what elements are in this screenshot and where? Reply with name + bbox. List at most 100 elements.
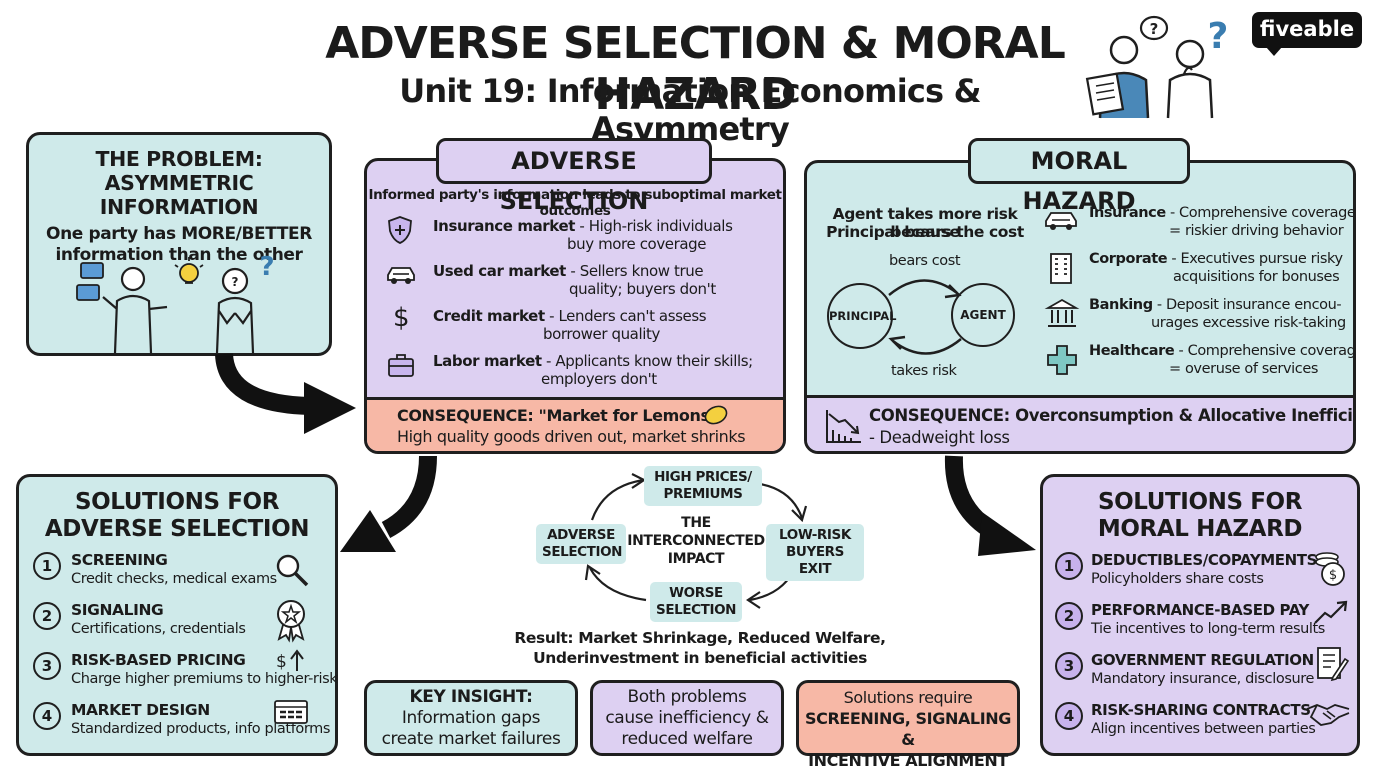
document-pen-icon	[1317, 647, 1350, 682]
briefcase-icon	[388, 354, 414, 377]
moral-item-line2: urages excessive risk-taking	[1151, 315, 1346, 331]
adverse-item-head: Credit market	[433, 307, 545, 325]
dollar-icon: $	[393, 303, 410, 333]
solution-item: 4 MARKET DESIGN Standardized products, i…	[19, 699, 335, 745]
moral-item-line1: - Executives pursue risky	[1167, 251, 1343, 267]
adverse-to-solutions-arrow	[340, 455, 437, 552]
problem-title-line1: THE PROBLEM:	[95, 147, 263, 171]
moral-item-line1: - Comprehensive coverage	[1174, 343, 1356, 359]
solution-number: 1	[1055, 552, 1083, 580]
decline-chart-icon	[826, 410, 861, 443]
moral-item-head: Healthcare	[1089, 343, 1175, 359]
insight-line1: Both problems	[627, 687, 747, 707]
moral-consequence: CONSEQUENCE: Overconsumption & Allocativ…	[807, 395, 1356, 451]
solution-head: SCREENING	[71, 551, 168, 569]
solution-head: GOVERNMENT REGULATION	[1091, 651, 1314, 669]
cycle-result: Result: Market Shrinkage, Reduced Welfar…	[500, 628, 900, 668]
moral-item-head: Banking	[1089, 297, 1153, 313]
solutions-require-box: Solutions require SCREENING, SIGNALING &…	[796, 680, 1020, 768]
adverse-item-line2: borrower quality	[543, 325, 660, 343]
moral-hazard-tag: MORAL HAZARD	[968, 138, 1190, 215]
people-questioning-icon: ? ?	[1085, 15, 1228, 119]
principal-agent-arrows	[888, 279, 962, 355]
both-problems-box: Both problems cause inefficiency & reduc…	[590, 680, 784, 756]
adverse-selection-tag: ADVERSE SELECTION	[436, 138, 712, 215]
solutions-moral-title-line1: SOLUTIONS FOR	[1097, 489, 1303, 515]
cycle-center-title: THE INTERCONNECTED IMPACT	[626, 514, 766, 568]
cycle-center-line2: INTERCONNECTED	[627, 533, 765, 549]
adverse-item-line1: - Applicants know their skills;	[541, 352, 753, 370]
magnifier-icon	[276, 554, 309, 587]
insight-line3: INCENTIVE ALIGNMENT	[808, 751, 1008, 768]
svg-text:?: ?	[232, 275, 239, 289]
moral-hazard-panel: Agent takes more risk because Principal …	[804, 160, 1356, 454]
adverse-selection-panel: Informed party's information leads to su…	[364, 158, 786, 454]
cycle-high-prices: HIGH PRICES/ PREMIUMS	[644, 466, 762, 506]
solution-head: RISK-BASED PRICING	[71, 651, 246, 669]
agent-node: AGENT	[951, 283, 1015, 347]
adverse-item-head: Used car market	[433, 262, 566, 280]
cycle-worse-line2: SELECTION	[656, 602, 737, 618]
solution-item: 3 RISK-BASED PRICING Charge higher premi…	[19, 649, 338, 695]
page-subtitle: Unit 19: Information Economics & Asymmet…	[399, 72, 981, 148]
shield-icon	[388, 216, 412, 244]
moral-item-line2: = riskier driving behavior	[1169, 223, 1344, 239]
bears-cost-label: bears cost	[889, 253, 961, 269]
coins-icon: $	[1315, 552, 1345, 586]
problem-to-adverse-arrow	[215, 353, 356, 434]
solution-number: 2	[1055, 602, 1083, 630]
bank-icon	[1044, 298, 1080, 327]
building-icon	[1050, 253, 1072, 284]
grid-window-icon	[274, 700, 308, 724]
problem-desc-line2: information than the other	[55, 245, 303, 265]
cycle-worse-line1: WORSE	[669, 585, 723, 601]
takes-risk-label: takes risk	[891, 363, 957, 379]
medical-cross-icon	[1047, 345, 1077, 375]
solutions-adverse-title-line1: SOLUTIONS FOR	[74, 489, 280, 515]
moral-consequence-line2: - Deadweight loss	[869, 428, 1010, 447]
moral-desc-line1: Agent takes more risk because	[832, 205, 1018, 241]
price-up-icon: $	[276, 649, 304, 672]
cycle-high-prices-line1: HIGH PRICES/	[654, 469, 752, 485]
cycle-adverse-line1: ADVERSE	[547, 527, 615, 543]
solutions-adverse-panel: SOLUTIONS FOR ADVERSE SELECTION 1 SCREEN…	[16, 474, 338, 756]
problem-desc-line1: One party has MORE/BETTER	[46, 224, 312, 244]
solution-desc: Certifications, credentials	[71, 621, 246, 637]
svg-text:?: ?	[1150, 20, 1159, 38]
page-title: ADVERSE SELECTION & MORAL HAZARD	[325, 18, 1066, 120]
moral-item-line1: - Comprehensive coverage	[1165, 205, 1356, 221]
cycle-result-line1: Result: Market Shrinkage, Reduced Welfar…	[514, 629, 886, 647]
moral-item-head: Insurance	[1089, 205, 1166, 221]
adverse-item-line1: - Sellers know true	[565, 262, 704, 280]
solution-head: MARKET DESIGN	[71, 701, 210, 719]
solutions-adverse-title-line2: ADVERSE SELECTION	[44, 516, 310, 542]
adverse-consequence: CONSEQUENCE: "Market for Lemons" High qu…	[367, 397, 783, 451]
solution-desc: Mandatory insurance, disclosure	[1091, 671, 1315, 687]
solutions-moral-title-line2: MORAL HAZARD	[1097, 516, 1303, 542]
solution-number: 4	[1055, 702, 1083, 730]
insight-line3: create market failures	[381, 729, 561, 749]
adverse-intro: Informed party's information leads to su…	[368, 187, 782, 219]
adverse-item-line2: employers don't	[541, 370, 657, 388]
moral-item-head: Corporate	[1089, 251, 1168, 267]
problem-title-line2: ASYMMETRIC INFORMATION	[99, 171, 259, 219]
solution-item: 4 RISK-SHARING CONTRACTS Align incentive…	[1043, 699, 1357, 745]
two-people-info-icon: ? ?	[76, 252, 275, 354]
adverse-item-line2: quality; buyers don't	[569, 280, 716, 298]
cycle-low-risk-exit: LOW-RISK BUYERS EXIT	[766, 524, 864, 581]
solution-number: 3	[33, 652, 61, 680]
car-icon	[387, 267, 415, 284]
solution-item: 1 DEDUCTIBLES/COPAYMENTS Policyholders s…	[1043, 549, 1357, 595]
moral-consequence-line1: CONSEQUENCE: Overconsumption & Allocativ…	[869, 406, 1356, 425]
fiveable-logo[interactable]: fiveable	[1252, 12, 1362, 56]
moral-item-line2: = overuse of services	[1169, 361, 1319, 377]
solution-number: 1	[33, 552, 61, 580]
solution-desc: Policyholders share costs	[1091, 571, 1264, 587]
solution-desc: Credit checks, medical exams	[71, 571, 277, 587]
moral-desc-line2: Principal bears the cost	[826, 223, 1024, 241]
insight-line1: Solutions require	[843, 688, 973, 707]
insight-line2: Information gaps	[401, 708, 541, 728]
key-insight-box: KEY INSIGHT: Information gaps create mar…	[364, 680, 578, 756]
solution-head: DEDUCTIBLES/COPAYMENTS	[1091, 551, 1318, 569]
award-ribbon-icon	[277, 600, 305, 643]
